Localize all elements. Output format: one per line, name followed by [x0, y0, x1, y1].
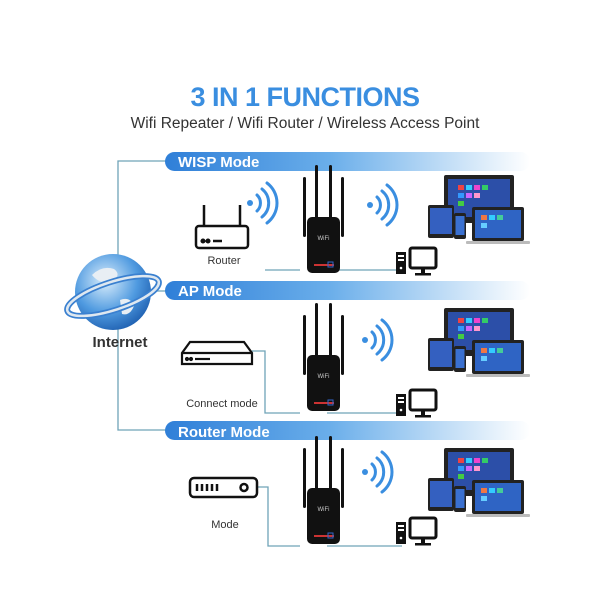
page-subtitle: Wifi Repeater / Wifi Router / Wireless A…: [131, 115, 481, 132]
desktop-pc-icon: [394, 246, 438, 277]
page-title: 3 IN 1 FUNCTIONS: [190, 82, 419, 112]
devices-icon: [428, 448, 530, 517]
internet-label: Internet: [92, 334, 147, 351]
switch-icon: [180, 340, 254, 366]
network-lines: [117, 160, 402, 547]
wifi-signal-icon: [360, 450, 394, 494]
wifi-extender-icon: [302, 302, 345, 412]
banner-router-mode: Router Mode: [165, 421, 530, 441]
wifi-extender-icon: [302, 164, 345, 274]
banner-wisp-mode: WISP Mode: [165, 152, 530, 171]
source-label: Connect mode: [186, 398, 258, 410]
source-label: Router: [207, 255, 240, 267]
devices-icon: [428, 175, 530, 244]
desktop-pc-icon: [394, 516, 438, 547]
devices-icon: [428, 308, 530, 377]
banner-ap-mode: AP Mode: [165, 281, 530, 300]
desktop-pc-icon: [394, 388, 438, 419]
wifi-signal-icon: [360, 318, 394, 362]
wifi-signal-icon: [245, 181, 279, 225]
modem-icon: [188, 476, 259, 499]
banner-title: WISP Mode: [178, 154, 259, 171]
globe-icon: [64, 254, 162, 330]
wifi-extender-icon: [302, 435, 345, 545]
router-icon: [194, 205, 250, 250]
banner-title: Router Mode: [178, 424, 270, 441]
banner-title: AP Mode: [178, 283, 242, 300]
source-label: Mode: [211, 519, 239, 531]
wifi-signal-icon: [365, 183, 399, 227]
